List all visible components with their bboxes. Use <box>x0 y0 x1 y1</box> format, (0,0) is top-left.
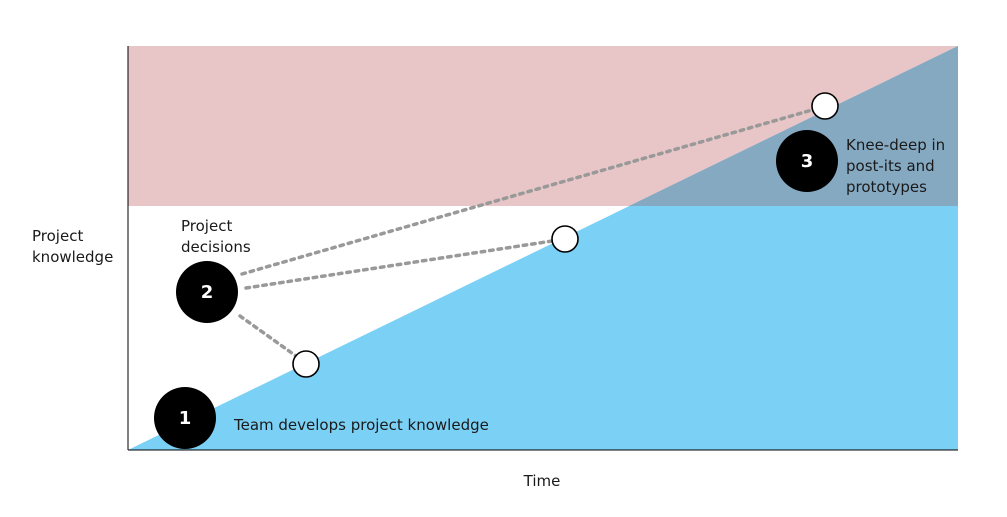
marker-2-number: 2 <box>201 282 214 303</box>
y-axis-label-line-2: knowledge <box>32 248 113 266</box>
marker-1-caption: Team develops project knowledge <box>233 416 489 434</box>
connector-line-mid <box>244 239 554 290</box>
connector-line-low <box>238 314 298 358</box>
y-axis-label-line-1: Project <box>32 227 83 245</box>
marker-2-circle <box>176 261 238 323</box>
marker-2-caption-line-2: decisions <box>181 238 251 256</box>
decision-point-low <box>292 350 320 378</box>
decision-point-high <box>811 92 839 120</box>
marker-3-caption-line-3: prototypes <box>846 178 927 196</box>
marker-3-caption-line-1: Knee-deep in <box>846 136 945 154</box>
marker-1-circle <box>154 387 216 449</box>
marker-3-caption-line-2: post-its and <box>846 157 935 175</box>
marker-2-caption-line-1: Project <box>181 217 232 235</box>
decision-point-mid <box>551 225 579 253</box>
marker-3-circle <box>776 130 838 192</box>
overlap-zone <box>629 46 958 206</box>
marker-1-number: 1 <box>179 408 192 429</box>
connector-line-high <box>240 108 814 276</box>
marker-3-number: 3 <box>801 151 814 172</box>
x-axis-label: Time <box>523 472 561 490</box>
